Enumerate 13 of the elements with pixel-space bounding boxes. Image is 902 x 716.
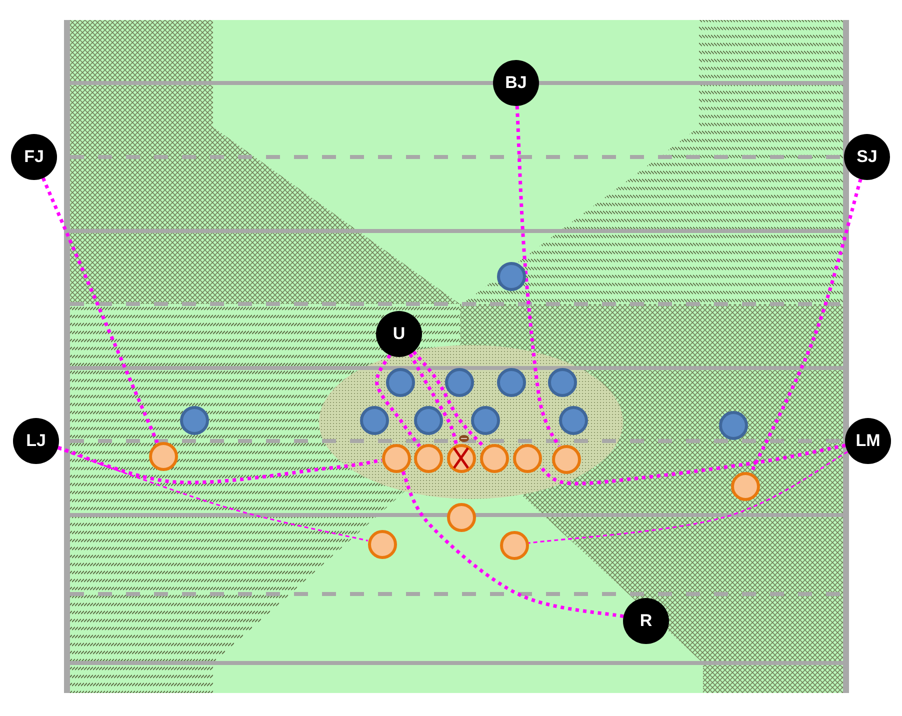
dashed-line bbox=[57, 448, 368, 542]
dotted-line bbox=[412, 350, 486, 448]
dotted-line bbox=[42, 177, 159, 444]
dashed-line bbox=[528, 451, 848, 544]
official-marker: LM bbox=[845, 418, 891, 464]
official-marker: SJ bbox=[844, 134, 890, 180]
official-marker: FJ bbox=[11, 134, 57, 180]
dotted-line bbox=[515, 106, 561, 448]
dotted-line bbox=[375, 354, 421, 448]
dotted-line bbox=[408, 353, 458, 445]
dotted-line bbox=[538, 444, 846, 486]
official-marker: LJ bbox=[13, 418, 59, 464]
dotted-line bbox=[58, 446, 382, 484]
